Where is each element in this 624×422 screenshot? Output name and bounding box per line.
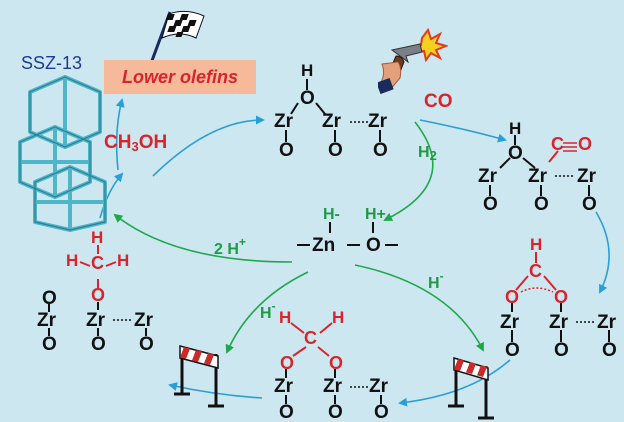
arrow-h2-to-zno bbox=[383, 121, 434, 221]
hydride-left-label: H- bbox=[260, 299, 276, 322]
atom-o: O bbox=[328, 402, 343, 422]
zeolite-label: SSZ-13 bbox=[21, 53, 83, 73]
arrow-top-to-co-adsorbed bbox=[419, 119, 507, 143]
hydrogen-label: H2 bbox=[418, 144, 437, 163]
atom-o: O bbox=[42, 334, 57, 355]
atom-c: C bbox=[529, 261, 542, 281]
atom-h: H bbox=[332, 308, 345, 327]
bonds-methoxy-left bbox=[79, 245, 117, 288]
atom-zr: Zr bbox=[597, 312, 616, 333]
atom-h: H bbox=[66, 251, 79, 270]
atom-h: H bbox=[509, 119, 522, 138]
bonds-methoxy-left-zr bbox=[48, 302, 147, 336]
roadblock-barrier-icon bbox=[174, 345, 224, 408]
atom-o: O bbox=[534, 194, 549, 215]
atom-o: O bbox=[329, 353, 344, 373]
atom-h-minus: H- bbox=[323, 206, 340, 223]
atom-zr: Zr bbox=[577, 166, 596, 187]
atom-zr: Zr bbox=[86, 310, 105, 331]
atom-zr: Zr bbox=[368, 111, 387, 132]
checkered-flag-icon bbox=[148, 10, 205, 67]
atom-h: H bbox=[117, 251, 130, 270]
atom-o: O bbox=[91, 334, 106, 355]
atom-o: O bbox=[279, 140, 294, 161]
atom-zr: Zr bbox=[274, 111, 293, 132]
atom-zr: Zr bbox=[274, 376, 293, 397]
atom-c: C bbox=[304, 328, 317, 348]
atom-h: H bbox=[301, 61, 314, 80]
atom-h: H bbox=[91, 228, 104, 247]
atom-zr: Zr bbox=[37, 310, 56, 331]
methanol-label: CH3OH bbox=[104, 132, 168, 154]
arrow-hydride-to-formate bbox=[354, 264, 484, 352]
atom-o: O bbox=[328, 140, 343, 161]
bonds-methoxy-bottom-zr bbox=[285, 369, 382, 404]
atom-o: O bbox=[582, 194, 597, 215]
atom-c: C bbox=[91, 253, 104, 273]
atom-o: O bbox=[374, 402, 389, 422]
atom-zr: Zr bbox=[134, 310, 153, 331]
bonds-formate-zr bbox=[511, 302, 610, 342]
zeolite-framework-icon bbox=[18, 75, 107, 232]
atom-zr: Zr bbox=[549, 312, 568, 333]
bond-c-zr bbox=[548, 150, 559, 163]
bonds-top-structure bbox=[285, 79, 381, 142]
atom-o: O bbox=[554, 287, 569, 307]
atom-zr: Zr bbox=[323, 376, 342, 397]
arrow-hydride-to-left-barrier bbox=[225, 271, 309, 354]
atom-c: C bbox=[551, 134, 564, 154]
atom-o: O bbox=[91, 285, 106, 305]
carbon-monoxide-label: CO bbox=[424, 91, 453, 112]
pistol-icon bbox=[378, 28, 448, 95]
atom-o: O bbox=[280, 353, 295, 373]
atom-o: O bbox=[300, 88, 315, 109]
arrow-methanol-to-cycle-start bbox=[152, 115, 265, 177]
product-banner: Lower olefins bbox=[104, 60, 256, 94]
bonds-co-adsorbed bbox=[489, 135, 590, 196]
atom-h: H bbox=[530, 235, 543, 254]
roadblock-barrier-icon bbox=[448, 356, 494, 420]
arrow-protons-to-left bbox=[113, 213, 293, 263]
atom-o: O bbox=[505, 287, 520, 307]
atom-o: O bbox=[139, 334, 154, 355]
atom-zr: Zr bbox=[478, 166, 497, 187]
bonds-methoxy-bottom bbox=[290, 322, 333, 357]
atom-zr: Zr bbox=[500, 312, 519, 333]
triple-bond-icon bbox=[563, 142, 577, 152]
arrow-left-to-zeolite bbox=[99, 172, 124, 219]
atom-h-plus: H+ bbox=[365, 206, 386, 223]
atom-o: O bbox=[366, 235, 381, 256]
bonds-formate bbox=[515, 252, 557, 293]
arrow-formate-to-methoxy bbox=[398, 359, 511, 407]
atom-h: H bbox=[279, 308, 292, 327]
hydride-right-label: H- bbox=[428, 269, 444, 292]
arrow-co-adsorbed-to-formate bbox=[595, 211, 610, 294]
atom-o: O bbox=[578, 134, 593, 154]
arrow-methanol-to-olefins bbox=[115, 98, 125, 171]
atom-zr: Zr bbox=[322, 111, 341, 132]
atom-o: O bbox=[554, 340, 569, 361]
atom-o: O bbox=[505, 340, 520, 361]
atom-o: O bbox=[42, 288, 57, 309]
atom-o: O bbox=[279, 402, 294, 422]
atom-zr: Zr bbox=[528, 166, 547, 187]
atom-o: O bbox=[602, 340, 617, 361]
atom-zr: Zr bbox=[369, 376, 388, 397]
atom-zn: Zn bbox=[312, 235, 336, 256]
two-protons-label: 2 H+ bbox=[214, 235, 246, 258]
atom-o: O bbox=[483, 194, 498, 215]
product-label: Lower olefins bbox=[121, 66, 238, 87]
atom-o: O bbox=[373, 140, 388, 161]
atom-o: O bbox=[508, 143, 523, 164]
bonds-zno-center bbox=[297, 222, 398, 246]
